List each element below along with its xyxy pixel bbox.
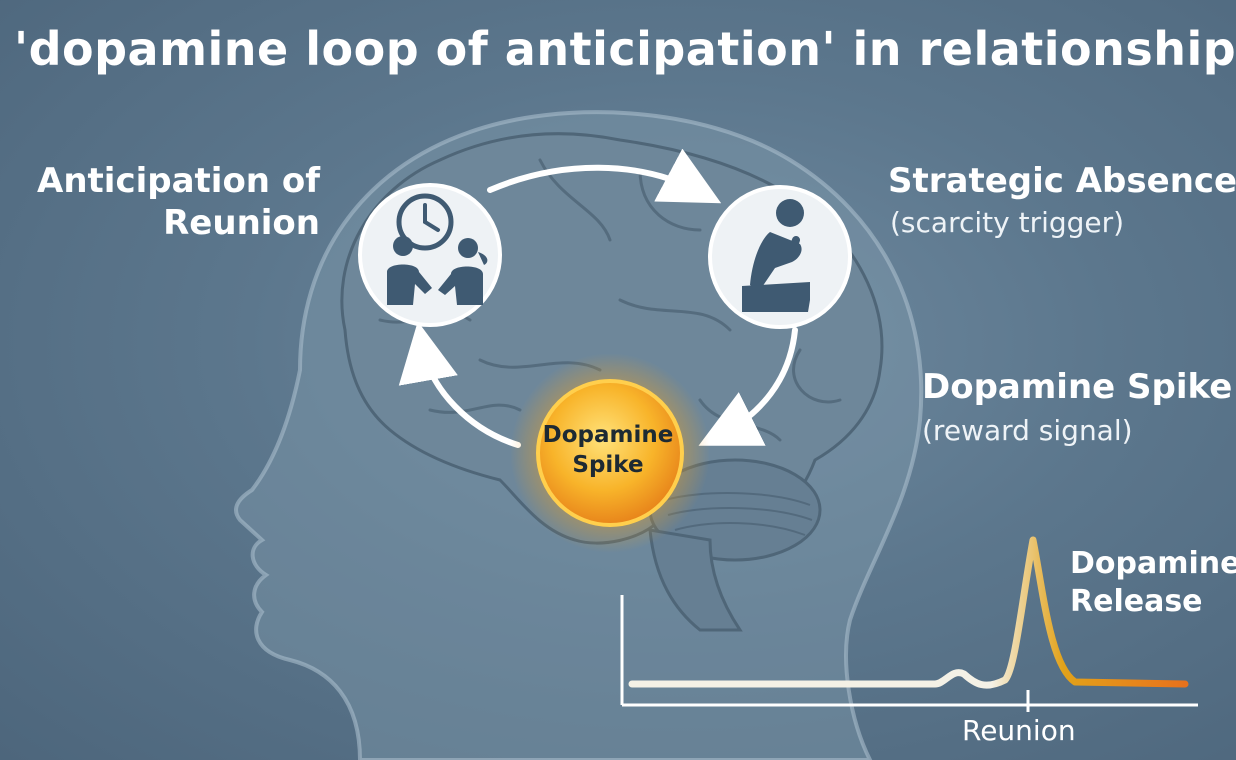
dopamine-graph — [620, 536, 1198, 712]
dopamine-release-label: Dopamine Release — [1070, 545, 1236, 621]
dopamine-release-line2: Release — [1070, 584, 1203, 619]
anticipation-label: Anticipation of Reunion — [30, 160, 320, 244]
strategic-absence-label: Strategic Absence — [888, 161, 1236, 201]
reunion-axis-label: Reunion — [962, 714, 1076, 747]
thinking-person-icon — [742, 199, 810, 312]
dopamine-curve — [628, 536, 1189, 689]
arrow-to-anticipation — [398, 321, 521, 448]
dopamine-spike-center-line1: Dopamine — [542, 422, 674, 448]
anticipation-label-line1: Anticipation of — [37, 161, 320, 201]
strategic-absence-sublabel: (scarcity trigger) — [890, 206, 1125, 239]
dopamine-spike-center-line2: Spike — [572, 452, 644, 478]
clock-and-two-people-icon — [387, 193, 488, 305]
dopamine-spike-node — [536, 379, 684, 527]
strategic-absence-node — [708, 185, 852, 329]
dopamine-spike-sublabel: (reward signal) — [922, 414, 1133, 447]
arrow-to-strategic-absence — [487, 148, 722, 204]
anticipation-label-line2: Reunion — [163, 203, 320, 243]
dopamine-spike-center-label: Dopamine Spike — [533, 420, 683, 480]
anticipation-node — [358, 183, 502, 327]
arrow-to-dopamine-spike — [698, 327, 798, 446]
dopamine-spike-label: Dopamine Spike — [922, 367, 1233, 407]
brain-stem — [648, 528, 743, 632]
page-title: 'dopamine loop of anticipation' in relat… — [14, 22, 1236, 76]
dopamine-release-line1: Dopamine — [1070, 546, 1236, 581]
